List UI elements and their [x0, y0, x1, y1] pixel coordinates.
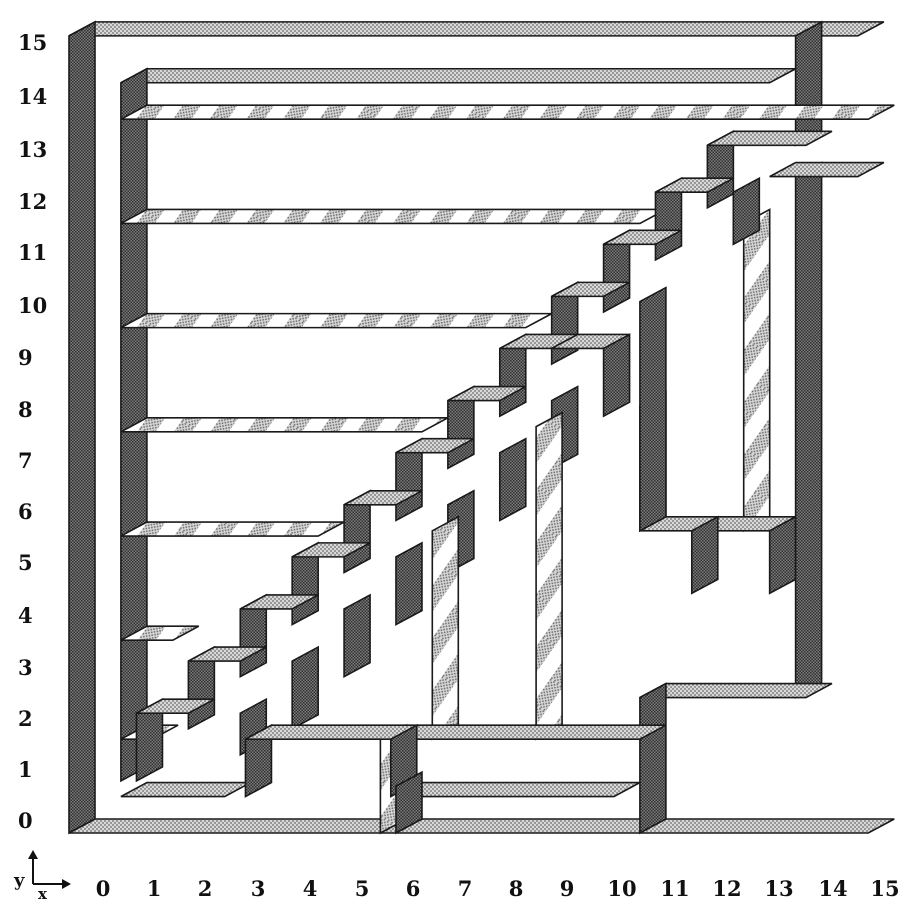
horizontal-wire: [121, 783, 251, 797]
horizontal-wire: [69, 819, 894, 833]
x-axis-label-6: 6: [398, 876, 428, 901]
vertical-wire: [396, 543, 422, 625]
y-axis-label-12: 12: [18, 189, 46, 214]
horizontal-wire: [640, 684, 832, 698]
y-axis-label-6: 6: [18, 499, 46, 524]
x-axis-label-12: 12: [712, 876, 742, 901]
horizontal-wire: [121, 69, 796, 83]
vertical-wire: [692, 517, 718, 594]
axis-arrows-icon: [24, 848, 74, 898]
y-axis-label-5: 5: [18, 550, 46, 575]
vertical-wire: [500, 439, 526, 521]
y-axis-label-4: 4: [18, 603, 46, 628]
y-axis-label-3: 3: [18, 655, 46, 680]
y-axis-label-1: 1: [18, 757, 46, 782]
vertical-wire: [796, 163, 822, 698]
vertical-wire: [640, 684, 666, 833]
y-axis-label-2: 2: [18, 706, 46, 731]
horizontal-wire: [707, 131, 832, 145]
vertical-wire: [770, 517, 796, 594]
vertical-wire: [292, 647, 318, 729]
x-axis-label-8: 8: [501, 876, 531, 901]
y-axis-label-11: 11: [18, 240, 46, 265]
x-axis-label-5: 5: [347, 876, 377, 901]
horizontal-wire: [245, 725, 665, 739]
horizontal-wire: [121, 209, 666, 223]
x-axis-label-13: 13: [764, 876, 794, 901]
x-axis-label-4: 4: [295, 876, 325, 901]
horizontal-wire: [121, 522, 344, 536]
vertical-wire: [536, 413, 562, 740]
vertical-wire: [432, 517, 458, 739]
y-axis-label-9: 9: [18, 345, 46, 370]
horizontal-wire: [121, 105, 894, 119]
y-axis-label-14: 14: [18, 84, 46, 109]
vertical-wire: [69, 22, 95, 833]
x-axis-label-9: 9: [552, 876, 582, 901]
x-axis-label-15: 15: [870, 876, 900, 901]
x-axis-label-7: 7: [450, 876, 480, 901]
x-axis-label-10: 10: [607, 876, 637, 901]
y-axis-label-8: 8: [18, 397, 46, 422]
x-axis-label-11: 11: [660, 876, 690, 901]
y-axis-label-15: 15: [18, 30, 46, 55]
y-axis-label-10: 10: [18, 293, 46, 318]
horizontal-wire: [121, 314, 552, 328]
vertical-wire: [744, 209, 770, 530]
vertical-wire: [344, 595, 370, 677]
x-axis-label-3: 3: [243, 876, 273, 901]
horizontal-wire: [770, 163, 884, 177]
y-axis-label-7: 7: [18, 448, 46, 473]
x-axis-label-1: 1: [139, 876, 169, 901]
horizontal-wire: [396, 783, 640, 797]
vertical-wire: [640, 288, 666, 531]
y-axis-label-0: 0: [18, 808, 46, 833]
x-axis-label-0: 0: [88, 876, 118, 901]
vertical-wire: [796, 22, 822, 145]
y-axis-indicator: y: [14, 870, 24, 891]
x-axis-label-14: 14: [818, 876, 848, 901]
y-axis-label-13: 13: [18, 137, 46, 162]
horizontal-wire: [121, 418, 448, 432]
x-axis-label-2: 2: [190, 876, 220, 901]
horizontal-wire: [69, 22, 884, 36]
